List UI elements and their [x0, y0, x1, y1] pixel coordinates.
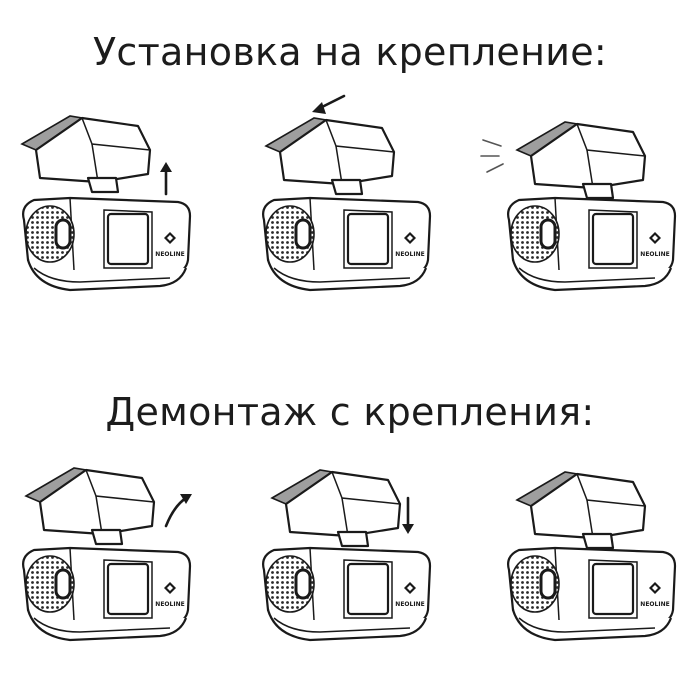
brand-label: NEOLINE [395, 251, 424, 258]
brand-logo-icon [649, 582, 661, 594]
remove-step-2: NEOLINE [250, 460, 450, 650]
remove-heading: Демонтаж с крепления: [105, 390, 595, 434]
dashcam-body: NEOLINE [262, 196, 432, 292]
screen-window [591, 562, 635, 616]
dashcam-body: NEOLINE [507, 546, 677, 642]
dashcam-body: NEOLINE [507, 196, 677, 292]
remove-step-3: NEOLINE [495, 460, 695, 650]
mount-bracket [515, 121, 647, 200]
mount-bracket [24, 467, 156, 546]
dashcam-illustration: NEOLINE [262, 469, 432, 642]
screen-window [591, 212, 635, 266]
dashcam-body: NEOLINE [22, 546, 192, 642]
arrow-slide-left-icon [312, 94, 346, 114]
brand-logo-icon [164, 582, 176, 594]
brand-label: NEOLINE [395, 601, 424, 608]
screen-window [346, 212, 390, 266]
brand-label: NEOLINE [155, 601, 184, 608]
dashcam-illustration: NEOLINE [20, 115, 192, 292]
remove-step-1: NEOLINE [10, 460, 210, 650]
arrow-up-right-icon [164, 494, 192, 528]
mount-bracket [270, 469, 402, 548]
mount-bracket [515, 471, 647, 550]
lens-button [294, 218, 312, 250]
arrow-down-icon [402, 496, 414, 534]
lens-button [54, 568, 72, 600]
screen-window [106, 212, 150, 266]
brand-label: NEOLINE [640, 601, 669, 608]
brand-logo-icon [404, 232, 416, 244]
lens-button [539, 568, 557, 600]
lens-button [539, 218, 557, 250]
mount-bracket [20, 115, 152, 194]
brand-logo-icon [164, 232, 176, 244]
install-step-2: NEOLINE [250, 94, 450, 300]
brand-label: NEOLINE [640, 251, 669, 258]
install-step-1: NEOLINE [10, 110, 210, 300]
click-lines-icon [480, 139, 504, 173]
screen-window [346, 562, 390, 616]
dashcam-body: NEOLINE [262, 546, 432, 642]
screen-window [106, 562, 150, 616]
dashcam-illustration: NEOLINE [262, 94, 432, 292]
lens-button [294, 568, 312, 600]
arrow-up-icon [160, 162, 172, 196]
install-heading: Установка на крепление: [92, 30, 608, 74]
lens-button [54, 218, 72, 250]
dashcam-illustration: NEOLINE [480, 121, 677, 292]
brand-logo-icon [404, 582, 416, 594]
install-step-3: NEOLINE [480, 110, 695, 300]
dashcam-illustration: NEOLINE [507, 471, 677, 642]
mount-bracket [264, 117, 396, 196]
dashcam-body: NEOLINE [22, 196, 192, 292]
dashcam-illustration: NEOLINE [22, 467, 192, 642]
brand-label: NEOLINE [155, 251, 184, 258]
brand-logo-icon [649, 232, 661, 244]
